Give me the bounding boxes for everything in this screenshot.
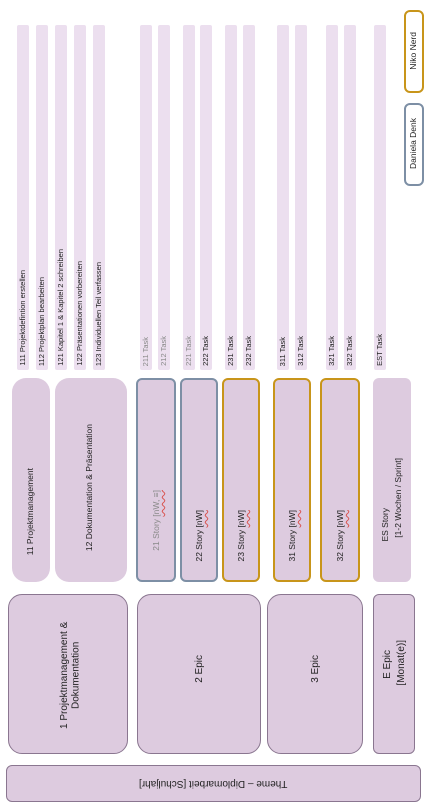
story-32-title: 32 Story [nW]: [335, 510, 346, 562]
task-strip-311: 311 Task: [277, 25, 289, 370]
story-22-prefix: 22 Story: [194, 527, 204, 562]
task-312-label: 312 Task: [296, 336, 305, 366]
task-strip-est: EST Task: [374, 25, 386, 370]
story-23-title: 23 Story [nW]: [236, 510, 247, 562]
story-21-title: 21 Story [nW, ≡]: [151, 490, 162, 551]
task-221-label: 221 Task: [184, 336, 193, 366]
story-12-title: 12 Dokumentation & Präsentation: [84, 424, 94, 552]
story-23-tag: [nW]: [236, 510, 246, 528]
task-strip-232: 232 Task: [243, 25, 255, 370]
task-strip-321: 321 Task: [326, 25, 338, 370]
story-22-tag: [nW]: [194, 510, 204, 528]
story-22: 22 Story [nW]: [180, 378, 218, 582]
task-322-label: 322 Task: [345, 336, 354, 366]
task-123-label: 123 Individuellen Teil verfassen: [94, 261, 103, 366]
story-22-title: 22 Story [nW]: [194, 510, 205, 562]
task-strip-222: 222 Task: [200, 25, 212, 370]
task-122-label: 122 Präsentationen vorbereiten: [75, 261, 84, 366]
person-daniela: Daniela Denk: [404, 103, 424, 186]
epic-legend: E Epic [Monat(e)]: [373, 594, 415, 754]
story-21-prefix: 21 Story: [151, 516, 161, 551]
task-strip-221: 221 Task: [183, 25, 195, 370]
story-21-tag: [nW, ≡]: [151, 490, 161, 517]
task-121-label: 121 Kapitel 1 & Kapitel 2 schreiben: [56, 249, 65, 366]
epic-2: 2 Epic: [137, 594, 261, 754]
story-23-prefix: 23 Story: [236, 527, 246, 562]
epic-1: 1 Projektmanagement & Dokumentation: [8, 594, 128, 754]
epic-2-title: 2 Epic: [194, 655, 205, 683]
task-strip-112: 112 Projektplan bearbeiten: [36, 25, 48, 370]
task-strip-312: 312 Task: [295, 25, 307, 370]
epic-legend-line2: [Monat(e)]: [396, 640, 407, 686]
epic-legend-line1: E Epic: [382, 650, 393, 679]
epic-3: 3 Epic: [267, 594, 363, 754]
task-231-label: 231 Task: [226, 336, 235, 366]
story-12: 12 Dokumentation & Präsentation: [55, 378, 127, 582]
task-strip-211: 211 Task: [140, 25, 152, 370]
task-111-label: 111 Projektdefintion erstellen: [18, 270, 27, 366]
story-32-tag: [nW]: [335, 510, 345, 528]
epic-1-title: 1 Projektmanagement & Dokumentation: [59, 621, 82, 729]
story-32-prefix: 32 Story: [335, 527, 345, 562]
theme-label: Theme – Diplomarbeit [Schuljahr]: [139, 778, 288, 789]
task-strip-231: 231 Task: [225, 25, 237, 370]
story-31-prefix: 31 Story: [287, 527, 297, 562]
story-32: 32 Story [nW]: [320, 378, 360, 582]
story-legend-line2: [1-2 Wochen / Sprint]: [393, 458, 403, 538]
story-legend: ES Story [1-2 Wochen / Sprint]: [373, 378, 411, 582]
story-31: 31 Story [nW]: [273, 378, 311, 582]
epic-3-title: 3 Epic: [310, 655, 321, 683]
task-strip-322: 322 Task: [344, 25, 356, 370]
person-daniela-name: Daniela Denk: [408, 118, 418, 170]
task-112-label: 112 Projektplan bearbeiten: [37, 276, 46, 366]
task-strip-123: 123 Individuellen Teil verfassen: [93, 25, 105, 370]
story-legend-line1: ES Story: [380, 508, 390, 542]
task-est-label: EST Task: [375, 334, 384, 366]
task-strip-121: 121 Kapitel 1 & Kapitel 2 schreiben: [55, 25, 67, 370]
task-311-label: 311 Task: [278, 336, 287, 366]
task-222-label: 222 Task: [201, 336, 210, 366]
task-232-label: 232 Task: [244, 336, 253, 366]
task-strip-212: 212 Task: [158, 25, 170, 370]
story-23: 23 Story [nW]: [222, 378, 260, 582]
story-11-title: 11 Projektmanagement: [25, 468, 35, 556]
person-niko: Niko Nerd: [404, 10, 424, 93]
task-strip-122: 122 Präsentationen vorbereiten: [74, 25, 86, 370]
task-211-label: 211 Task: [141, 336, 150, 366]
task-321-label: 321 Task: [327, 336, 336, 366]
task-212-label: 212 Task: [159, 336, 168, 366]
story-11: 11 Projektmanagement: [12, 378, 50, 582]
story-31-title: 31 Story [nW]: [287, 510, 298, 562]
story-21: 21 Story [nW, ≡]: [136, 378, 176, 582]
theme-bar: Theme – Diplomarbeit [Schuljahr]: [6, 765, 421, 802]
person-niko-name: Niko Nerd: [408, 32, 418, 70]
story-31-tag: [nW]: [287, 510, 297, 528]
task-strip-111: 111 Projektdefintion erstellen: [17, 25, 29, 370]
